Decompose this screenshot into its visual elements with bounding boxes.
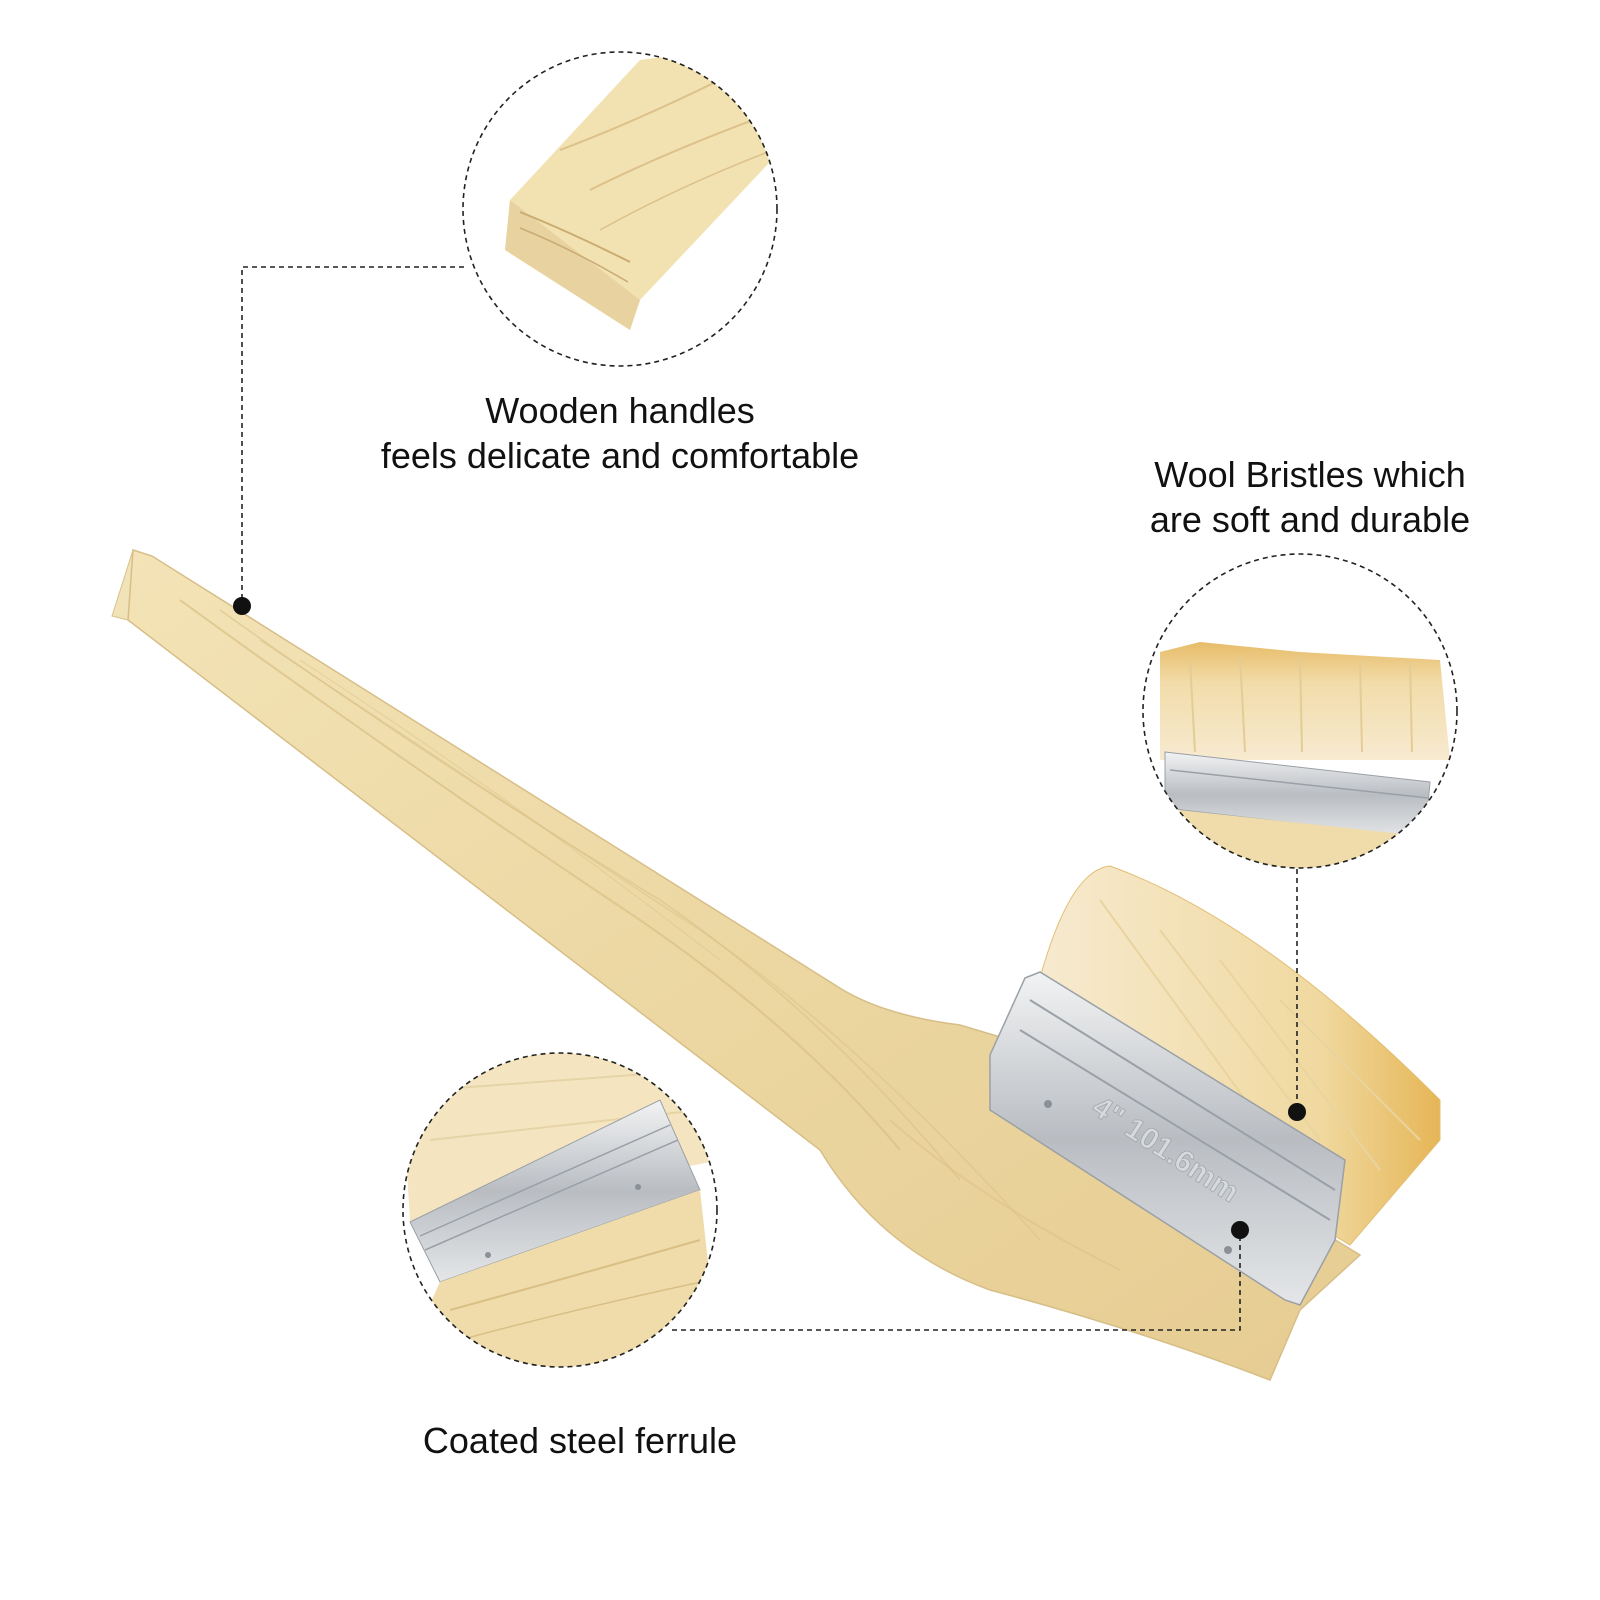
callout-dot-bristles	[1288, 1103, 1306, 1121]
callout-dot-handle	[233, 597, 251, 615]
detail-circle-bristles	[1142, 553, 1458, 869]
detail-circle-handle	[462, 51, 778, 367]
caption-wool-bristles: Wool Bristles which are soft and durable	[1080, 452, 1540, 542]
caption-bristles-line1: Wool Bristles which	[1154, 454, 1466, 495]
caption-coated-steel-ferrule: Coated steel ferrule	[340, 1418, 820, 1463]
caption-bristles-line2: are soft and durable	[1149, 499, 1471, 540]
caption-handle-line2: feels delicate and comfortable	[380, 435, 860, 476]
callout-dot-ferrule	[1231, 1221, 1249, 1239]
detail-circle-ferrule	[402, 1052, 718, 1368]
brush-ferrule: 4" 101.6mm	[989, 971, 1346, 1306]
brush-handle	[111, 548, 1362, 1381]
caption-ferrule-line1: Coated steel ferrule	[422, 1420, 738, 1461]
caption-handle-line1: Wooden handles	[485, 390, 755, 431]
leader-lines	[241, 266, 1298, 1331]
caption-wooden-handles: Wooden handles feels delicate and comfor…	[300, 388, 940, 478]
